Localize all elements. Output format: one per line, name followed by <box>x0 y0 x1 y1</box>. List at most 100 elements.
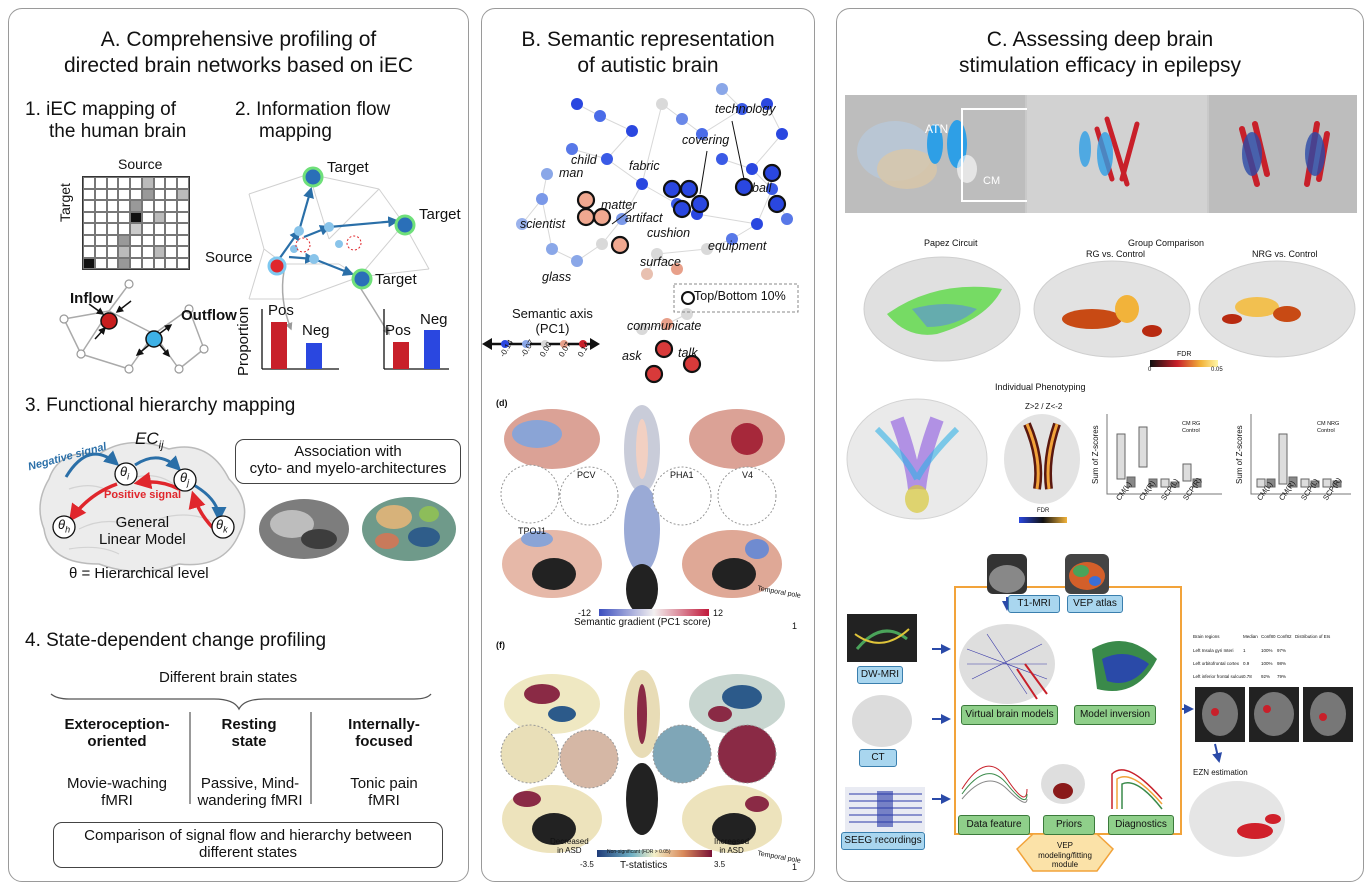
matrix-cell <box>106 188 119 200</box>
matrix-source-label: Source <box>118 156 163 172</box>
bar-pos-1 <box>271 322 287 369</box>
ei-table-cell: 97% <box>1277 648 1287 653</box>
panel-d-label: (d) <box>496 398 508 408</box>
semantic-word: glass <box>542 270 572 284</box>
matrix-cell <box>177 177 189 189</box>
matrix-cell <box>130 257 142 269</box>
network-node <box>751 218 763 230</box>
matrix-cell <box>83 188 95 200</box>
matrix-cell <box>141 211 154 223</box>
outflow-label: Outflow <box>181 307 237 324</box>
fdr-colorbar-2 <box>1019 517 1067 523</box>
individual-phenotyping-label: Individual Phenotyping <box>995 382 1086 392</box>
matrix-cell <box>118 211 131 223</box>
matrix-cell <box>177 234 189 246</box>
t-stat-colorbar <box>597 850 712 857</box>
network-node <box>676 113 688 125</box>
ct-image <box>852 695 912 747</box>
theta-j-label: θj <box>180 470 190 488</box>
ec-ij-label: ECij <box>135 429 164 452</box>
bar-neg-1 <box>306 343 322 369</box>
network-edge <box>621 183 643 220</box>
boxplot-box <box>1300 478 1310 488</box>
pha1-label: PHA1 <box>670 470 694 480</box>
matrix-cell <box>141 188 154 200</box>
network-node <box>571 255 583 267</box>
matrix-cell <box>83 223 95 235</box>
network-node <box>516 218 528 230</box>
network-edge <box>606 158 643 185</box>
group-comparison-label: Group Comparison <box>1128 238 1205 248</box>
diagnostics-plot <box>1111 769 1163 810</box>
network-node <box>736 103 748 115</box>
matrix-cell <box>94 234 107 246</box>
ct-label: CT <box>859 749 897 767</box>
network-edge <box>701 108 743 135</box>
rg-vs-label: RG vs. Control <box>1086 249 1146 259</box>
matrix-cell <box>165 246 178 258</box>
matrix-cell <box>130 200 142 212</box>
matrix-cell <box>118 177 131 189</box>
data-feature-label: Data feature <box>958 815 1030 835</box>
semantic-word: child <box>571 153 597 167</box>
theta-j-node <box>173 468 197 492</box>
matrix-cell <box>94 177 107 189</box>
papez-label: Papez Circuit <box>924 238 978 248</box>
semantic-word: talk <box>678 346 698 360</box>
panel-b: B. Semantic representation of autistic b… <box>481 8 815 882</box>
ei-table-cell: 1 <box>1243 648 1246 653</box>
semantic-axis-label: Semantic axis(PC1) <box>512 306 593 336</box>
network-node <box>776 128 788 140</box>
seeg-label: SEEG recordings <box>841 832 925 850</box>
boxplot-box <box>1310 480 1320 488</box>
tstat-max: 3.5 <box>714 860 726 869</box>
word-leader <box>699 150 708 195</box>
tstat-min: -3.5 <box>580 860 594 869</box>
gradient-label: Semantic gradient (PC1 score) <box>574 617 711 628</box>
matrix-cell <box>165 200 178 212</box>
network-edge <box>606 130 633 160</box>
boxplot-box <box>1182 463 1192 482</box>
fdr-label-2: FDR <box>1037 508 1050 514</box>
top-bottom-legend: Top/Bottom 10% <box>694 289 786 303</box>
matrix-cell <box>177 188 189 200</box>
matrix-cell <box>83 211 95 223</box>
section-4-title: 4. State-dependent change profiling <box>25 630 327 651</box>
semantic-gradient-brains <box>500 405 785 614</box>
word-leader <box>611 208 633 225</box>
semantic-word: artifact <box>625 211 663 225</box>
semantic-word: cushion <box>647 226 691 240</box>
matrix-cell <box>177 223 189 235</box>
ei-table-cell: 92% <box>1261 674 1271 679</box>
network-node <box>594 110 606 122</box>
network-node <box>571 98 583 110</box>
matrix-cell <box>141 223 154 235</box>
network-node <box>761 98 773 110</box>
target-label-1: Target <box>327 159 369 176</box>
section-3-title: 3. Functional hierarchy mapping <box>25 395 296 416</box>
cm-label: CM <box>983 175 1001 187</box>
tpoj1-label: TPOJ1 <box>518 526 547 536</box>
matrix-cell <box>177 257 189 269</box>
matrix-cell <box>94 257 107 269</box>
gradient-max: 12 <box>713 608 724 618</box>
matrix-cell <box>106 177 119 189</box>
network-node <box>651 248 663 260</box>
t1-mri-label: T1-MRI <box>1008 595 1060 613</box>
matrix-cell <box>94 223 107 235</box>
network-node <box>696 128 708 140</box>
panel-b-drawings <box>482 83 799 857</box>
semantic-word: technology <box>715 102 776 116</box>
matrix-cell <box>177 246 189 258</box>
pcv-label: PCV <box>577 470 596 480</box>
ei-table-cell: 100% <box>1261 648 1273 653</box>
network-node <box>616 213 628 225</box>
matrix-cell <box>153 200 166 212</box>
semantic-word: matter <box>601 198 637 212</box>
highlighted-node <box>592 207 612 227</box>
priors-label: Priors <box>1043 815 1095 835</box>
ei-table-cell: 0.9 <box>1243 661 1250 666</box>
